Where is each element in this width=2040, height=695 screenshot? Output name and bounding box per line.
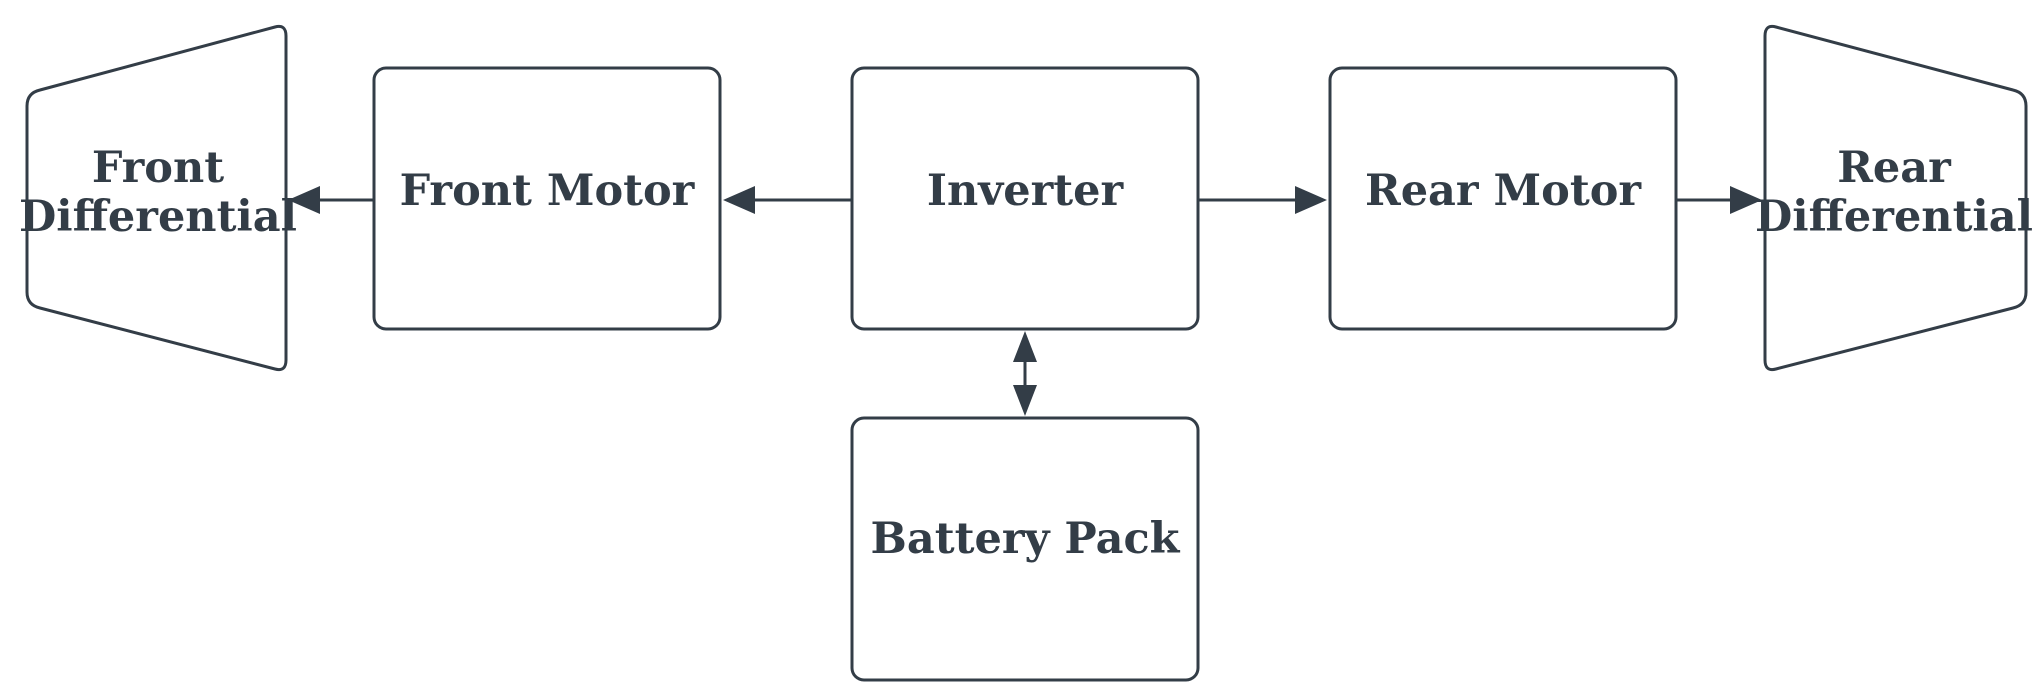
arrowhead — [723, 186, 755, 214]
front-differential-label-line2: Differential — [19, 192, 297, 242]
rear-differential-label-line2: Differential — [1755, 192, 2033, 242]
edge-front-motor-to-front-differential — [288, 186, 374, 214]
inverter-label: Inverter — [927, 166, 1125, 216]
arrowhead — [1730, 186, 1762, 214]
arrowhead-up — [1013, 331, 1037, 362]
edge-inverter-battery-pack-bidirectional — [1013, 331, 1037, 416]
front-differential-label-line1: Front — [92, 143, 224, 193]
battery-pack-label: Battery Pack — [871, 514, 1181, 564]
front-motor-label: Front Motor — [400, 166, 696, 216]
node-inverter: Inverter — [850, 66, 1200, 331]
edge-rear-motor-to-rear-differential — [1676, 186, 1762, 214]
node-rear-differential: Rear Differential — [1755, 24, 2033, 372]
rear-differential-label-line1: Rear — [1837, 143, 1952, 193]
arrowhead-down — [1013, 385, 1037, 416]
node-battery-pack: Battery Pack — [850, 416, 1200, 682]
node-front-differential: Front Differential — [19, 24, 297, 372]
edge-inverter-to-rear-motor — [1198, 186, 1327, 214]
arrowhead — [1295, 186, 1327, 214]
arrowhead — [288, 186, 320, 214]
node-rear-motor: Rear Motor — [1328, 66, 1678, 331]
rear-differential-shape — [1763, 24, 2028, 372]
node-front-motor: Front Motor — [372, 66, 722, 331]
front-differential-shape — [25, 24, 288, 372]
battery-pack-box — [850, 416, 1200, 682]
edge-inverter-to-front-motor — [723, 186, 852, 214]
rear-motor-label: Rear Motor — [1365, 166, 1642, 216]
